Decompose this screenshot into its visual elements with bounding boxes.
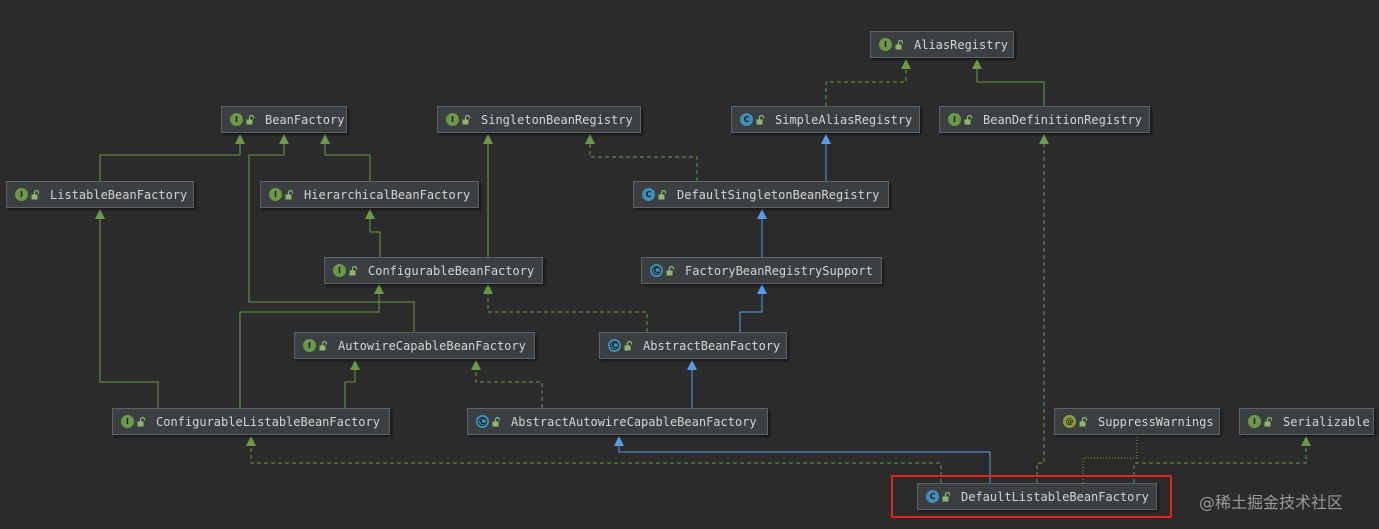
lock-open-icon [756,114,765,124]
node-factory-bean-registry-support[interactable]: C FactoryBeanRegistrySupport [641,257,882,284]
edge-defaultlistable-to-configlistable [246,436,942,483]
abstract-class-icon: C [650,264,663,277]
class-icon: C [926,490,939,503]
node-label: SimpleAliasRegistry [775,112,913,127]
lock-open-icon [137,416,146,426]
class-icon: C [642,188,655,201]
node-label: ConfigurableListableBeanFactory [156,414,380,429]
lock-open-icon [31,189,40,199]
edge-abstractbean-to-factorysupport [739,284,767,332]
edge-autowire-to-beanfactory [248,134,415,332]
interface-icon: I [15,188,28,201]
interface-icon: I [446,113,459,126]
node-abstract-autowire-capable-bean-factory[interactable]: C AbstractAutowireCapableBeanFactory [467,408,768,435]
node-label: DefaultSingletonBeanRegistry [677,187,880,202]
interface-icon: I [303,339,316,352]
interface-icon: I [230,113,243,126]
lock-open-icon [624,340,633,350]
node-label: HierarchicalBeanFactory [304,187,471,202]
class-icon: C [740,113,753,126]
lock-open-icon [895,39,904,49]
node-listable-bean-factory[interactable]: I ListableBeanFactory [6,181,194,208]
node-label: Serializable [1283,414,1370,429]
edge-abstractautowire-to-autowire [471,360,543,408]
lock-open-icon [492,416,501,426]
interface-icon: I [121,415,134,428]
node-hierarchical-bean-factory[interactable]: I HierarchicalBeanFactory [260,181,479,208]
node-configurable-listable-bean-factory[interactable]: I ConfigurableListableBeanFactory [112,408,390,435]
annotation-icon: @ [1063,415,1076,428]
node-label: DefaultListableBeanFactory [961,489,1149,504]
edge-defaultlistable-to-suppresswarnings [1082,434,1138,483]
edge-hierarchical-to-beanfactory [320,134,371,181]
abstract-class-icon: C [476,415,489,428]
node-label: ConfigurableBeanFactory [368,263,535,278]
edge-defaultsingleton-to-singletonregistry [585,134,698,181]
node-label: SingletonBeanRegistry [481,112,633,127]
node-label: SuppressWarnings [1098,414,1214,429]
edge-beandefinition-to-aliasregistry [972,59,1045,106]
lock-open-icon [658,189,667,199]
watermark: @稀土掘金技术社区 [1199,493,1344,512]
edge-abstractbean-to-configurable [483,284,648,332]
node-abstract-bean-factory[interactable]: C AbstractBeanFactory [599,332,787,359]
node-alias-registry[interactable]: I AliasRegistry [870,31,1014,58]
abstract-class-icon: C [608,339,621,352]
node-label: BeanFactory [265,112,345,127]
node-default-listable-bean-factory[interactable]: C DefaultListableBeanFactory [917,483,1157,510]
edge-listable-to-beanfactory [99,134,245,181]
interface-icon: I [879,38,892,51]
interface-icon: I [269,188,282,201]
node-bean-factory[interactable]: I BeanFactory [221,106,347,133]
edge-configlistable-to-listable [95,209,159,408]
interface-icon: I [948,113,961,126]
edge-defaultlistable-to-serializable [1133,436,1311,483]
node-label: BeanDefinitionRegistry [983,112,1142,127]
node-bean-definition-registry[interactable]: I BeanDefinitionRegistry [939,106,1150,133]
node-label: ListableBeanFactory [50,187,188,202]
interface-icon: I [333,264,346,277]
node-label: AutowireCapableBeanFactory [338,338,526,353]
node-label: FactoryBeanRegistrySupport [685,263,873,278]
edge-configurable-to-hierarchical [365,209,381,257]
lock-open-icon [666,265,675,275]
lock-open-icon [285,189,294,199]
node-autowire-capable-bean-factory[interactable]: I AutowireCapableBeanFactory [294,332,535,359]
lock-open-icon [246,114,255,124]
node-label: AliasRegistry [914,37,1008,52]
edge-configlistable-to-configurable [239,284,384,408]
node-simple-alias-registry[interactable]: C SimpleAliasRegistry [731,106,920,133]
node-label: AbstractAutowireCapableBeanFactory [511,414,757,429]
edge-defaultlistable-to-beandefinition [1036,134,1049,483]
edge-simplealias-to-aliasregistry [825,59,911,106]
node-default-singleton-bean-registry[interactable]: C DefaultSingletonBeanRegistry [633,181,889,208]
node-suppress-warnings[interactable]: @ SuppressWarnings [1054,408,1220,435]
lock-open-icon [964,114,973,124]
node-configurable-bean-factory[interactable]: I ConfigurableBeanFactory [324,257,543,284]
lock-open-icon [1264,416,1273,426]
lock-open-icon [462,114,471,124]
node-label: AbstractBeanFactory [643,338,781,353]
edge-defaultlistable-to-abstractautowire [614,436,991,483]
edge-configlistable-to-autowire [344,360,360,408]
lock-open-icon [349,265,358,275]
lock-open-icon [942,491,951,501]
node-singleton-bean-registry[interactable]: I SingletonBeanRegistry [437,106,641,133]
lock-open-icon [1079,416,1088,426]
lock-open-icon [319,340,328,350]
highlight-box [891,475,1172,518]
interface-icon: I [1248,415,1261,428]
node-serializable[interactable]: I Serializable [1239,408,1374,435]
